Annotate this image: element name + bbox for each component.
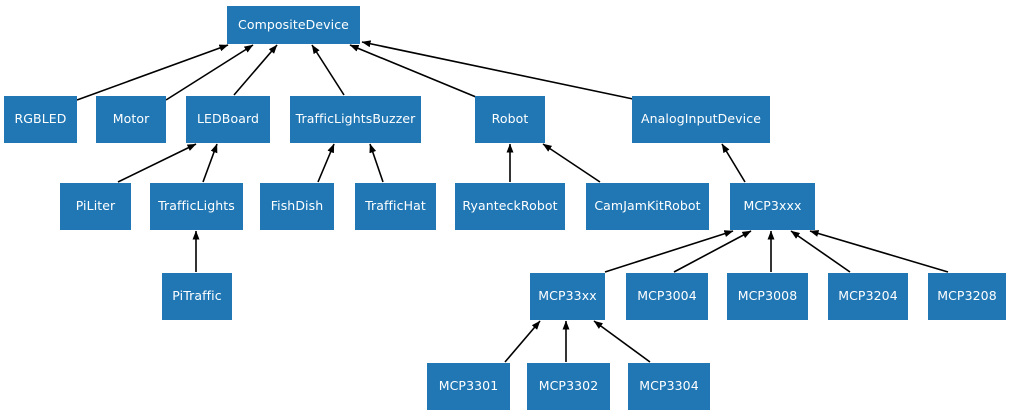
class-node-label: TrafficHat — [365, 198, 426, 214]
class-node-label: MCP3008 — [737, 288, 798, 304]
class-node-piliter[interactable]: PiLiter — [60, 183, 131, 230]
class-node-mcp3004[interactable]: MCP3004 — [626, 273, 708, 320]
class-node-mcp3008[interactable]: MCP3008 — [727, 273, 808, 320]
class-node-label: MCP3208 — [937, 288, 997, 304]
class-node-camjamkitrobot[interactable]: CamJamKitRobot — [586, 183, 709, 230]
class-node-trafficlightsbuzzer[interactable]: TrafficLightsBuzzer — [290, 96, 421, 143]
class-node-label: FishDish — [270, 198, 324, 214]
class-node-label: MCP3004 — [637, 288, 697, 304]
class-node-label: PiLiter — [75, 198, 116, 214]
class-node-label: MCP3301 — [438, 378, 499, 394]
class-node-label: RGBLED — [14, 111, 67, 127]
class-node-label: Robot — [491, 111, 529, 127]
class-node-label: TrafficLights — [158, 198, 235, 214]
class-node-mcp3302[interactable]: MCP3302 — [527, 363, 610, 410]
class-node-compositedevice[interactable]: CompositeDevice — [227, 6, 360, 44]
class-node-mcp33xx[interactable]: MCP33xx — [530, 273, 605, 320]
class-node-motor[interactable]: Motor — [96, 96, 166, 143]
class-node-fishdish[interactable]: FishDish — [260, 183, 334, 230]
class-node-label: CompositeDevice — [238, 16, 349, 32]
class-node-label: RyanteckRobot — [462, 198, 558, 214]
class-node-mcp3301[interactable]: MCP3301 — [427, 363, 510, 410]
class-node-analoginputdevice[interactable]: AnalogInputDevice — [632, 96, 770, 143]
class-node-label: TrafficLightsBuzzer — [295, 111, 416, 127]
class-node-label: LEDBoard — [196, 111, 260, 127]
class-node-label: MCP3204 — [838, 288, 898, 304]
class-node-ledboard[interactable]: LEDBoard — [186, 96, 270, 143]
class-node-label: MCP3xxx — [743, 198, 802, 214]
class-node-pitraffic[interactable]: PiTraffic — [162, 273, 232, 320]
class-node-ryanteckrobot[interactable]: RyanteckRobot — [455, 183, 565, 230]
class-node-label: CamJamKitRobot — [594, 198, 701, 214]
class-node-trafficlights[interactable]: TrafficLights — [150, 183, 243, 230]
class-node-label: MCP3302 — [538, 378, 599, 394]
class-node-mcp3204[interactable]: MCP3204 — [828, 273, 908, 320]
class-node-label: MCP33xx — [538, 288, 597, 304]
class-node-label: MCP3304 — [639, 378, 699, 394]
class-node-rgbled[interactable]: RGBLED — [4, 96, 77, 143]
class-node-mcp3208[interactable]: MCP3208 — [928, 273, 1006, 320]
class-node-robot[interactable]: Robot — [475, 96, 545, 143]
class-node-label: AnalogInputDevice — [640, 111, 761, 127]
class-node-label: PiTraffic — [172, 288, 222, 304]
class-node-mcp3304[interactable]: MCP3304 — [628, 363, 710, 410]
class-node-label: Motor — [112, 111, 150, 127]
class-node-mcp3xxx[interactable]: MCP3xxx — [730, 183, 815, 230]
class-node-traffichat[interactable]: TrafficHat — [355, 183, 436, 230]
